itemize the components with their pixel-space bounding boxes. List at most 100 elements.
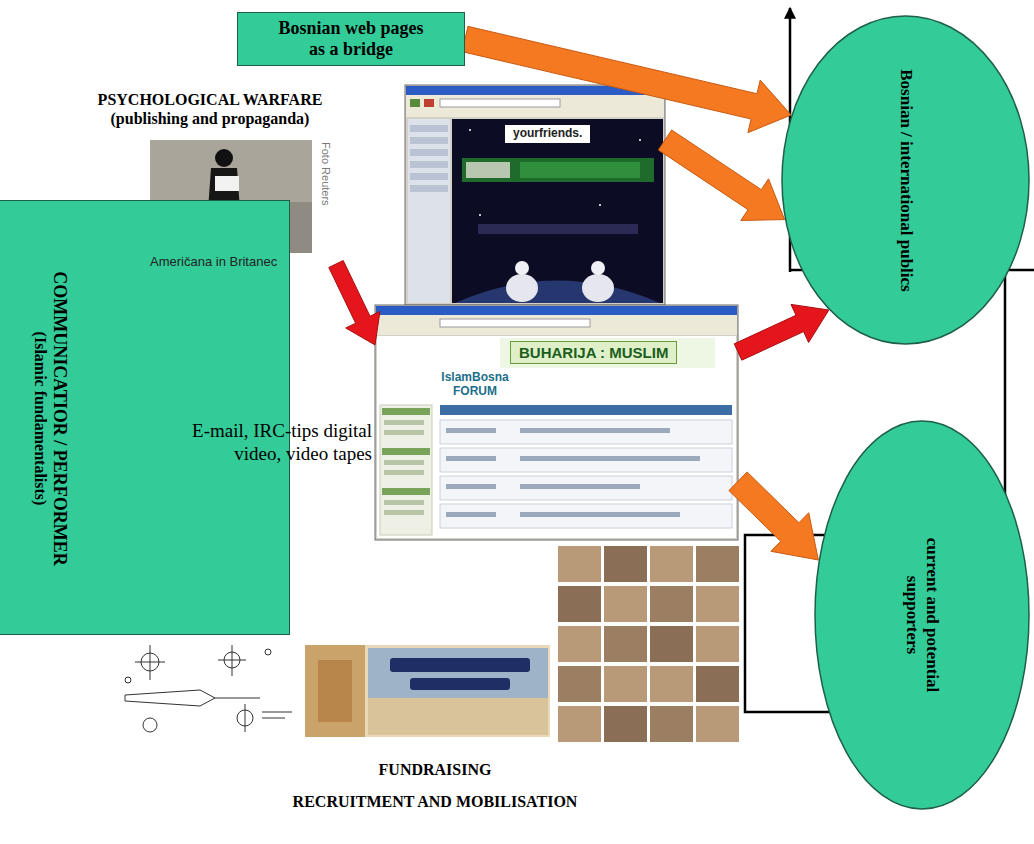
forum-page-picture [500,338,715,368]
photo-grid [696,546,739,582]
web-page-picture [410,149,448,156]
forum-page-picture [380,405,432,535]
audience-ellipse: Bosnian / international publics [781,15,1030,345]
forum-banner: BUHARIJA : MUSLIM [510,341,677,364]
box-label: Bosnian web pages as a bridge [274,18,428,59]
forum-page-picture [520,484,640,489]
text-holder: IslamBosna FORUM [433,371,517,399]
book-cover [305,645,550,737]
forum-page-picture [520,512,680,517]
site-logo: yourfriends. [505,125,590,143]
photo-grid [696,626,739,662]
web-page-picture [410,99,420,107]
forum-page-picture [446,484,496,489]
channel-note: E-mail, IRC-tips digital video, video ta… [157,420,372,466]
label-holder: FUNDRAISING [300,760,570,779]
photo-grid [604,586,647,622]
forum-page-picture [382,488,430,495]
web-page-picture [452,119,663,303]
photo-grid [650,706,693,742]
label-holder: PSYCHOLOGICAL WARFARE (publishing and pr… [85,90,335,128]
press-photo-picture [215,176,239,191]
forum-page-picture [440,476,732,500]
ellipse-outline [782,16,1029,344]
section-heading: PSYCHOLOGICAL WARFARE (publishing and pr… [85,90,335,128]
photo-grid [558,626,601,662]
photo-grid [604,546,647,582]
forum-page-picture [377,336,736,538]
photo-grid [604,706,647,742]
bridge-box: Bosnian web pages as a bridge [237,12,465,66]
photo-grid [604,626,647,662]
text-holder: Foto Reuters [319,142,332,206]
web-page-picture [455,281,660,304]
technical-sketches [215,698,260,699]
forum-page-picture [440,405,732,415]
block-arrow [729,472,818,560]
technical-sketches [265,649,271,655]
technical-sketches [262,712,292,713]
technical-sketches [262,718,285,719]
photo-grid [696,666,739,702]
technical-sketches [143,718,157,732]
rotated-text-holder: Bosnian / international publics [781,15,1030,345]
forum-screenshot: BUHARIJA : MUSLIM IslamBosna FORUM [375,305,738,540]
box-subheading: (Islamic fundamentalists) [30,332,48,506]
box-heading: COMMUNICATIOR / PERFORMER [49,271,70,566]
forum-page-picture [384,460,424,465]
web-page-picture [424,99,434,107]
book-cover [305,645,365,737]
book-cover [368,698,548,735]
photo-grid [650,626,693,662]
photo-grid [558,546,601,582]
forum-page-picture [440,504,732,528]
photo-grid [558,586,601,622]
photo-grid [650,666,693,702]
forum-page-picture [384,510,424,515]
forum-page-picture [384,430,424,435]
book-cover [390,658,530,672]
photo-grid [696,706,739,742]
forum-page-picture [382,408,430,415]
forum-page-picture [440,319,590,327]
rotated-text-holder: current and potential supporters [814,420,1030,810]
web-page-picture [469,129,471,131]
text-holder: BUHARIJA : MUSLIM [510,341,677,364]
block-arrow [734,304,829,360]
web-page-picture [410,173,448,180]
block-arrow [329,261,380,345]
photo-grid [558,706,601,742]
web-page-picture [408,119,450,303]
technical-sketches [245,704,246,732]
book-cover [318,660,352,722]
web-page-picture [410,185,448,192]
forum-page-picture [520,456,700,461]
forum-page-picture [376,315,737,335]
ellipse-label: current and potential supporters [902,520,941,710]
book-cover [410,678,510,690]
forum-page-picture [382,448,430,455]
web-page-picture [405,85,665,305]
press-photo: Foto ReutersAmeričana in Britanec [148,138,336,278]
forum-page-picture [384,470,424,475]
block-arrow [658,130,784,220]
web-page-picture [599,204,601,206]
web-page-picture [410,161,448,168]
forum-page-picture [446,428,496,433]
photo-grid [604,666,647,702]
book-cover [368,648,548,698]
ellipse-label: Bosnian / international publics [896,69,916,291]
photo-grid [558,666,601,702]
forum-page-picture [520,428,670,433]
web-page-picture [515,261,529,275]
web-page-picture [440,99,560,107]
text-holder: yourfriends. [505,125,590,143]
web-page-picture [466,162,510,178]
technical-sketches [125,645,292,732]
web-page-picture [410,125,448,132]
web-page-picture [405,85,665,305]
photo-grid [696,586,739,622]
book-cover [305,645,550,737]
photo-caption: Američana in Britanec [150,255,277,270]
